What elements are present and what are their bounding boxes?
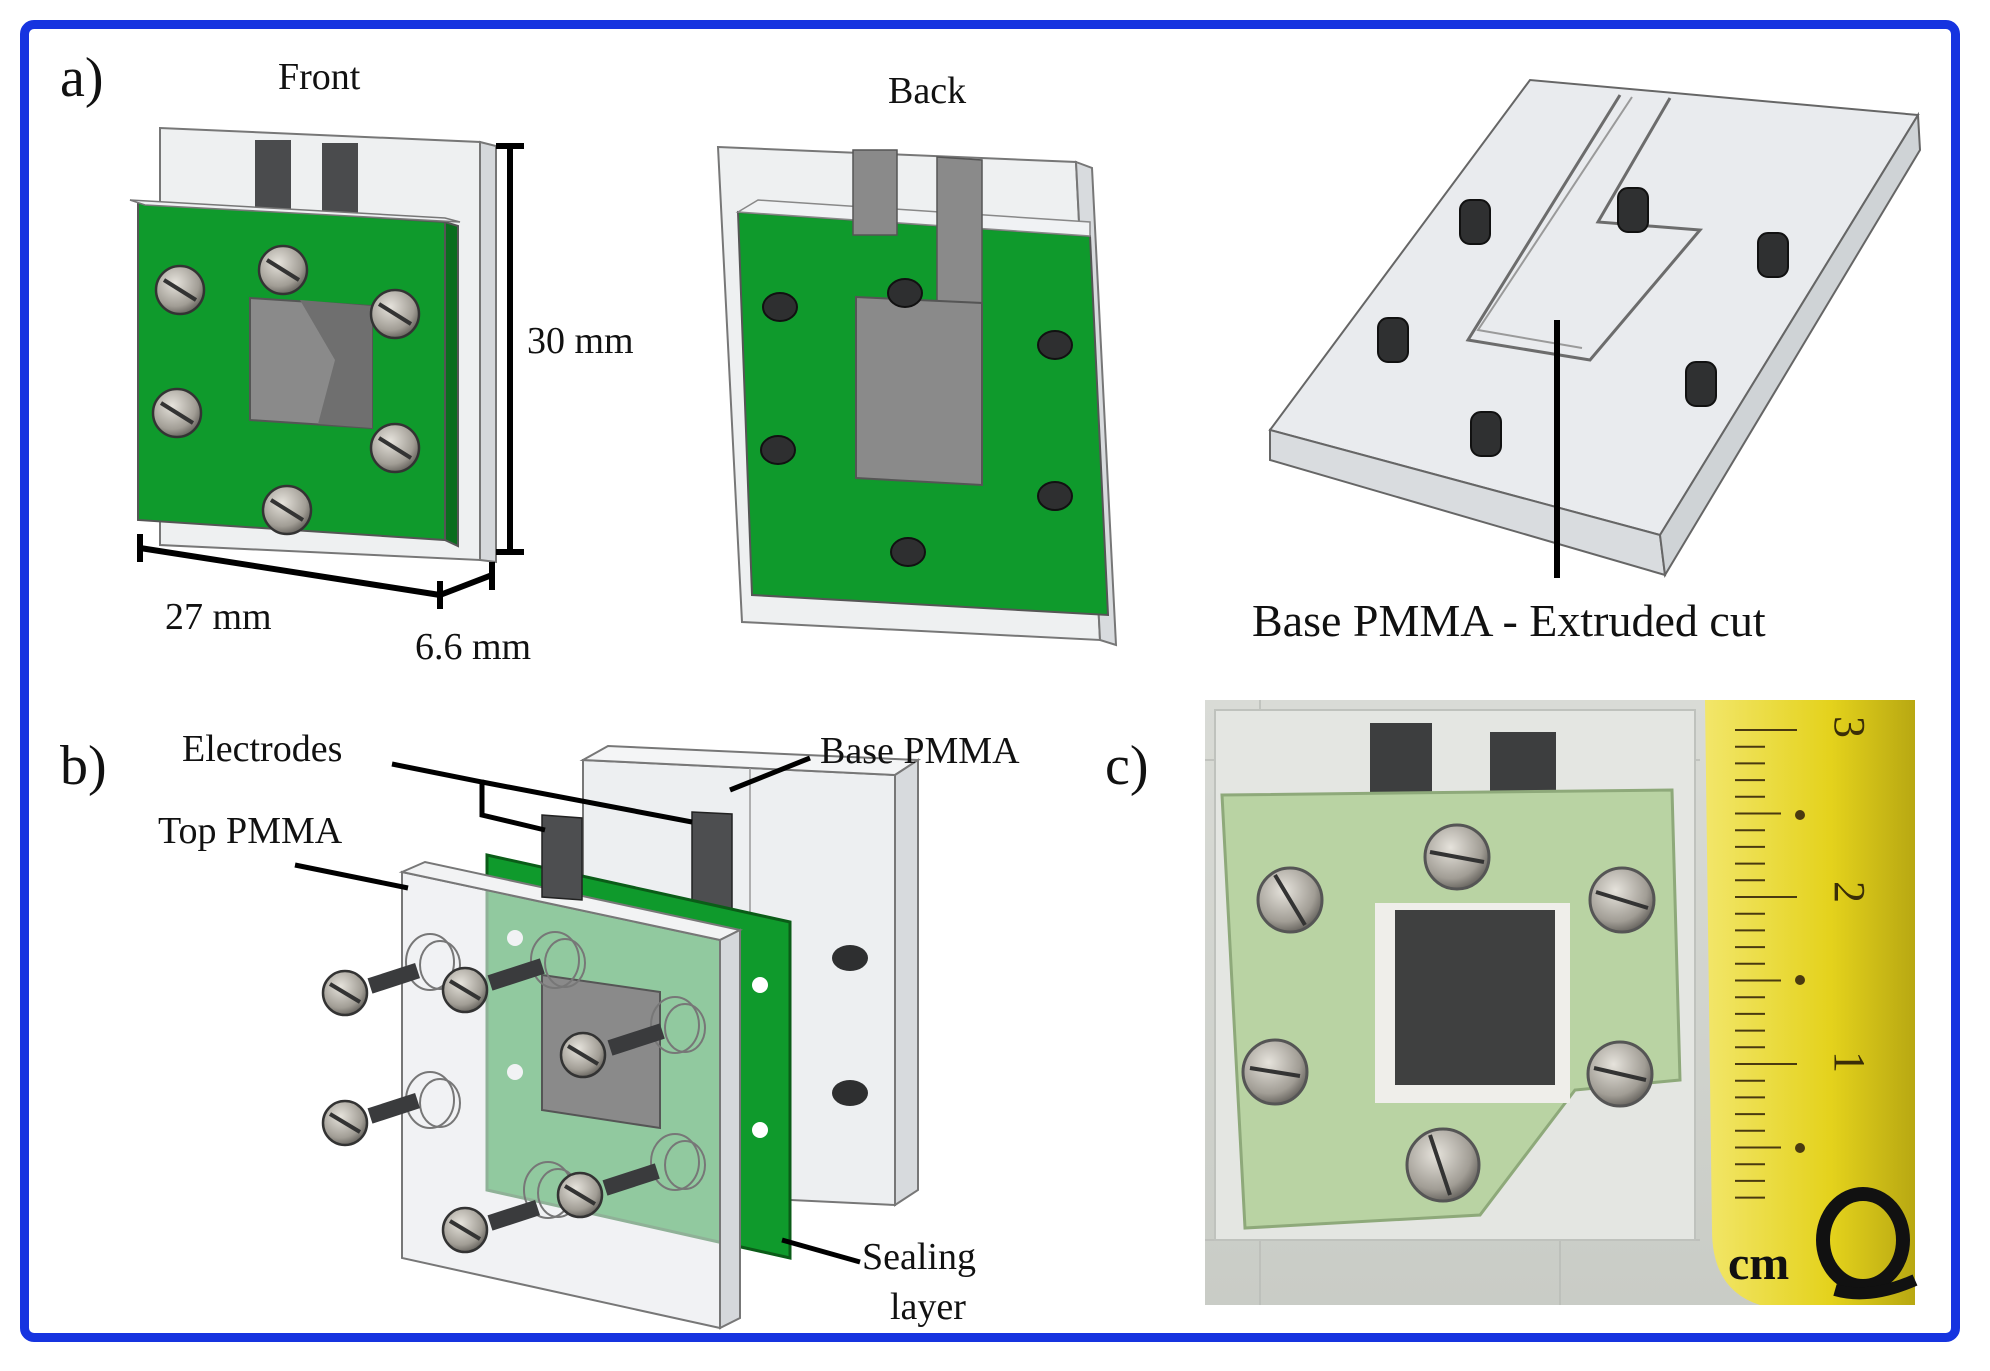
- exploded-screws: [321, 958, 665, 1254]
- front-screws: [151, 244, 421, 536]
- back-electrode-left: [852, 149, 898, 236]
- leader-top-pmma: [294, 862, 409, 891]
- ruler-tick-marks: [1735, 729, 1797, 1199]
- screw-end-icon: [1037, 481, 1073, 511]
- insert-icon: [1757, 232, 1789, 278]
- screw-end-icon: [890, 537, 926, 567]
- screw-end-icon: [762, 292, 798, 322]
- top-pmma-label: Top PMMA: [158, 810, 343, 852]
- base-pmma-extruded-cut-label: Base PMMA - Extruded cut: [1252, 595, 1766, 646]
- back-electrode-right: [936, 156, 983, 319]
- insert-icon: [1617, 187, 1649, 233]
- screw-icon: [1405, 1127, 1481, 1203]
- screw-icon: [321, 1092, 421, 1147]
- exploded-electrode-left: [541, 814, 583, 901]
- o-ring-icon: [405, 933, 455, 991]
- screw-icon: [559, 1023, 665, 1079]
- panel-b-label: b): [60, 735, 107, 797]
- leader-base-pmma: [729, 755, 811, 793]
- base-threaded-inserts: [1377, 187, 1789, 457]
- ruler-unit-label: cm: [1728, 1237, 1790, 1290]
- ruler-tick-label-1: 1: [1825, 1051, 1874, 1073]
- insert-icon: [1377, 317, 1409, 363]
- screw-end-icon: [760, 435, 796, 465]
- front-view-device: [129, 126, 524, 609]
- ruler-tick-label-2: 2: [1825, 881, 1874, 903]
- exploded-view: [294, 744, 922, 1330]
- extruded-cut-channel: [1465, 94, 1704, 362]
- insert-icon: [1470, 411, 1502, 457]
- sealing-layer-label-line1: Sealing: [862, 1236, 976, 1278]
- sealing-layer-label-line2: layer: [890, 1286, 966, 1328]
- screw-end-icon: [1037, 330, 1073, 360]
- o-ring-icon: [530, 931, 580, 989]
- o-ring-icon: [650, 996, 700, 1054]
- screw-icon: [556, 1163, 660, 1219]
- panel-a-label: a): [60, 47, 104, 109]
- panel-c-label: c): [1105, 735, 1149, 797]
- dimension-width-label: 27 mm: [165, 596, 272, 638]
- back-view-title: Back: [888, 70, 967, 112]
- front-dimension-lines: [137, 143, 524, 609]
- electrodes-label: Electrodes: [182, 728, 343, 770]
- leader-sealing-layer: [781, 1237, 861, 1265]
- photo-screws: [1241, 823, 1656, 1203]
- ruler-tick-label-3: 3: [1825, 716, 1874, 738]
- insert-icon: [1685, 361, 1717, 407]
- device-photo: [1205, 700, 1918, 1305]
- screw-end-icon: [887, 278, 923, 308]
- base-pmma-label: Base PMMA: [820, 730, 1020, 772]
- callout-leaders: [294, 755, 861, 1265]
- dimension-height-label: 30 mm: [527, 320, 634, 362]
- dimension-depth-label: 6.6 mm: [415, 626, 532, 668]
- o-ring-icon: [650, 1133, 700, 1191]
- photo-ruler: [1705, 700, 1918, 1305]
- screw-icon: [441, 958, 545, 1014]
- back-screw-ends: [760, 278, 1073, 567]
- front-view-title: Front: [278, 56, 361, 98]
- base-pmma-extruded-view: [1268, 78, 1922, 578]
- screw-icon: [441, 1199, 541, 1254]
- photo-window-electrode: [1395, 910, 1555, 1085]
- back-window-electrode: [855, 295, 983, 487]
- back-view-device: [716, 145, 1118, 647]
- insert-icon: [1459, 199, 1491, 245]
- screw-icon: [321, 962, 421, 1017]
- leader-electrodes: [391, 761, 546, 833]
